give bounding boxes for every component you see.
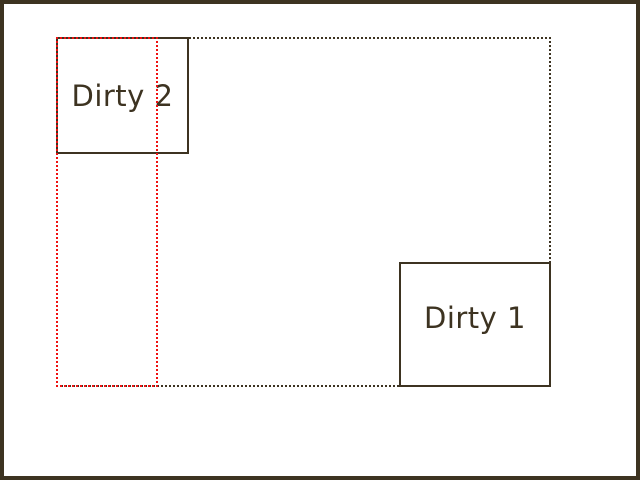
red-dirty-strip-outline	[56, 37, 158, 387]
dirty-rect-1: Dirty 1	[399, 262, 551, 387]
dirty-rect-1-label: Dirty 1	[423, 300, 526, 335]
